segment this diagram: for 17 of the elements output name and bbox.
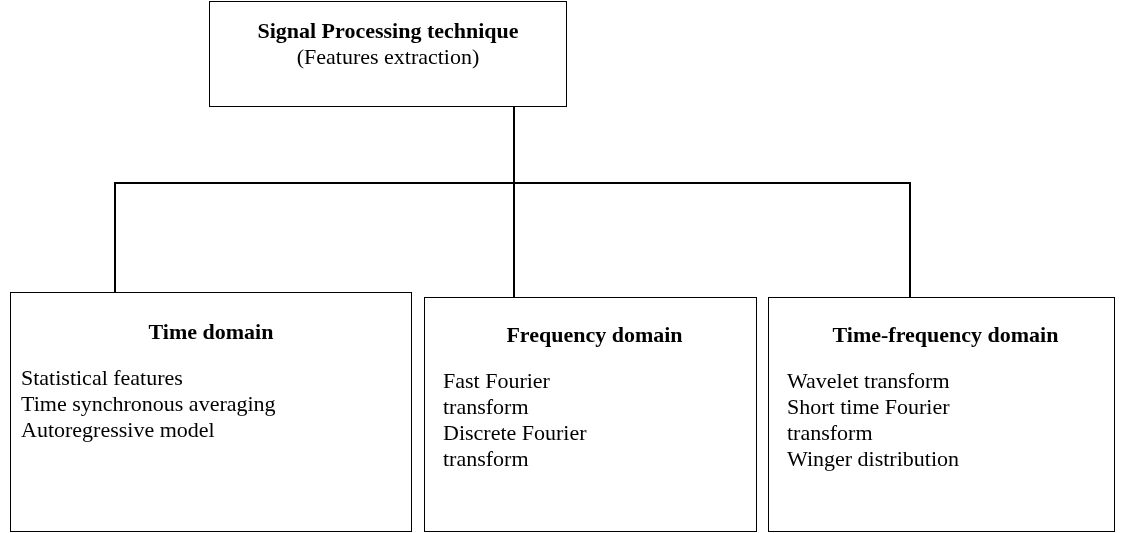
list-item: Short time Fourier transform <box>787 394 951 446</box>
heading: Signal Processing technique <box>256 18 520 44</box>
subtitle: (Features extraction) <box>295 44 481 70</box>
category-box <box>424 297 757 532</box>
list-item: Fast Fourier transform <box>443 368 551 420</box>
root-box <box>209 1 567 107</box>
heading: Time-frequency domain <box>831 322 1060 348</box>
list-item: Autoregressive model <box>21 417 216 443</box>
list-item: Winger distribution <box>787 446 961 472</box>
category-box <box>768 297 1115 532</box>
list-item: Time synchronous averaging <box>21 391 277 417</box>
heading: Frequency domain <box>505 322 684 348</box>
list-item: Wavelet transform <box>787 368 951 394</box>
list-item: Discrete Fourier transform <box>443 420 588 472</box>
category-box <box>10 292 412 532</box>
list-item: Statistical features <box>21 365 184 391</box>
heading: Time domain <box>147 319 275 345</box>
